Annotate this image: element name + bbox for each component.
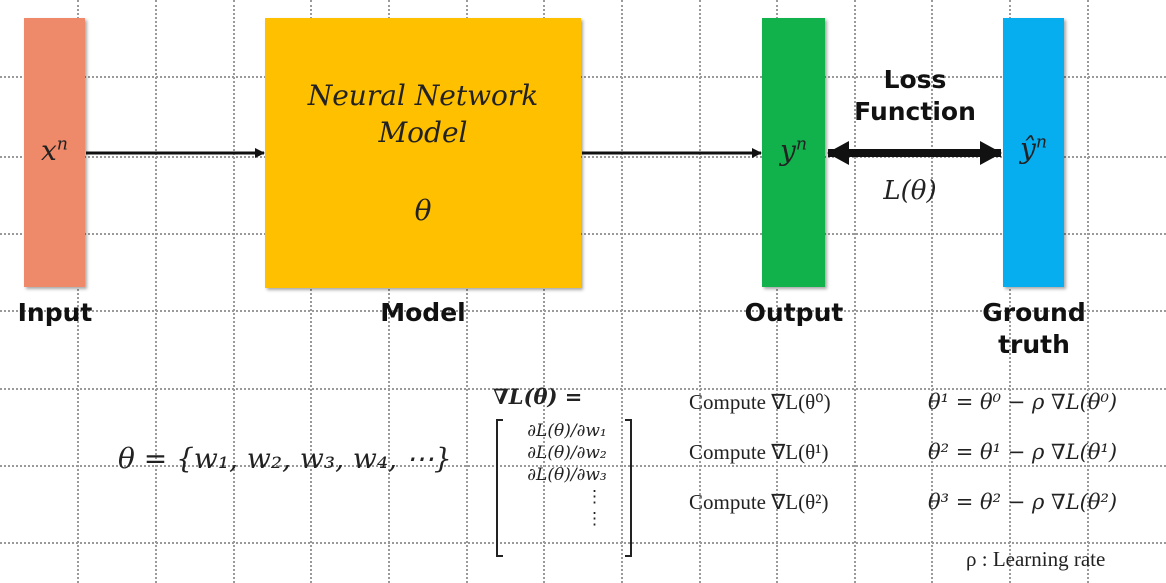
compute-step: Compute ∇L(θ²)	[689, 490, 829, 514]
grid-line	[388, 0, 390, 583]
gradient-vector-brackets	[496, 419, 632, 557]
gradient-row: ∂L(θ)/∂w₃	[527, 465, 607, 485]
grid-line	[699, 0, 701, 583]
grid-line	[0, 76, 1166, 78]
grid-line	[77, 0, 79, 583]
theta-parameter-set: θ = {w₁, w₂, w₃, w₄, ⋯}	[118, 442, 452, 475]
grid-line	[0, 542, 1166, 544]
ground-truth-block	[1003, 18, 1064, 287]
gradient-row: ⋮	[586, 509, 603, 529]
gradient-vector: ∂L(θ)/∂w₁ ∂L(θ)/∂w₂ ∂L(θ)/∂w₃ ⋮ ⋮	[506, 420, 628, 530]
gradient-header: ∇L(θ) =	[493, 384, 583, 409]
ground-truth-caption: Ground truth	[982, 298, 1086, 359]
grid-line	[1009, 0, 1011, 583]
grid-line	[931, 0, 933, 583]
input-variable: xn	[41, 134, 68, 167]
grid-line	[543, 0, 545, 583]
grid-line	[854, 0, 856, 583]
grid-line	[621, 0, 623, 583]
output-caption: Output	[744, 298, 844, 327]
grid-line	[0, 465, 1166, 467]
grid-line	[0, 310, 1166, 312]
update-rule: θ² = θ¹ − ρ ∇L(θ¹)	[928, 440, 1118, 464]
grid-line	[0, 388, 1166, 390]
grid-line	[1087, 0, 1089, 583]
loss-expression: L(θ)	[883, 176, 937, 206]
grid-line	[310, 0, 312, 583]
gradient-row: ⋮	[586, 487, 603, 507]
input-caption: Input	[17, 298, 93, 327]
ground-truth-variable: ŷn	[1019, 132, 1047, 165]
compute-step: Compute ∇L(θ¹)	[689, 440, 829, 464]
output-variable: yn	[779, 134, 807, 167]
loss-function-label: Loss Function	[854, 65, 976, 126]
learning-rate-note: ρ : Learning rate	[966, 547, 1106, 571]
grid-line	[776, 0, 778, 583]
gradient-row: ∂L(θ)/∂w₁	[527, 421, 607, 441]
model-parameter: θ	[414, 194, 432, 227]
grid-line	[233, 0, 235, 583]
grid-line	[0, 233, 1166, 235]
update-rule: θ³ = θ² − ρ ∇L(θ²)	[928, 490, 1118, 514]
update-rule: θ¹ = θ⁰ − ρ ∇L(θ⁰)	[928, 390, 1118, 414]
grid-line	[466, 0, 468, 583]
model-block	[265, 18, 581, 288]
model-caption: Model	[380, 298, 466, 327]
compute-step: Compute ∇L(θ⁰)	[689, 390, 831, 414]
grid-line	[155, 0, 157, 583]
gradient-row: ∂L(θ)/∂w₂	[527, 443, 607, 463]
grid-line	[0, 156, 1166, 158]
model-title: Neural Network Model	[307, 79, 539, 149]
input-block	[24, 18, 85, 287]
output-block	[762, 18, 825, 287]
